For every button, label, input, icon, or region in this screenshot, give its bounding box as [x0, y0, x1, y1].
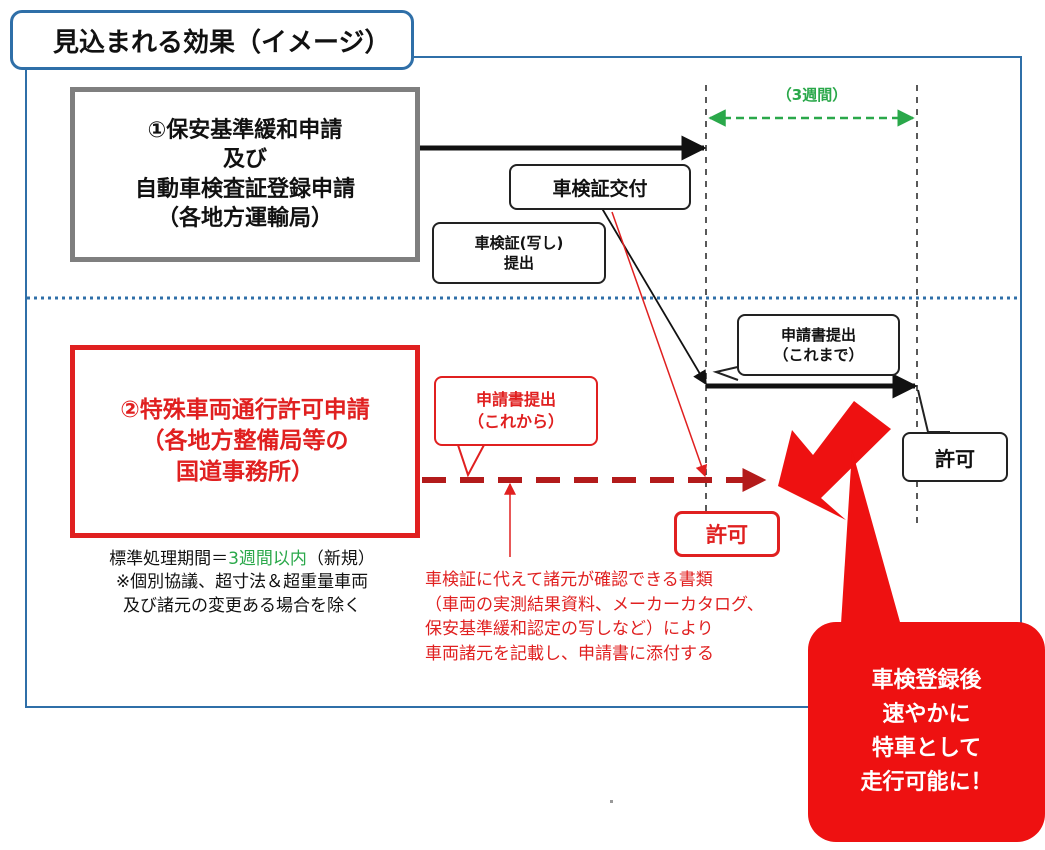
result-callout: 車検登録後 速やかに 特車として 走行可能に！: [808, 622, 1045, 842]
submit-from-line-2: （これから）: [467, 412, 564, 431]
standard-period-highlight: 3週間以内: [228, 549, 307, 569]
red-note-line-4: 車両諸元を記載し、申請書に添付する: [425, 643, 714, 664]
standard-period-suffix: （新規）: [306, 549, 375, 569]
submit-before-line-1: 申請書提出: [780, 325, 856, 344]
three-weeks-label: （3週間）: [776, 86, 848, 104]
big-callout-tail: [840, 450, 905, 640]
certificate-copy-line-2: 提出: [503, 254, 534, 272]
special-permit-application-box: ②特殊車両通行許可申請 （各地方整備局等の 国道事務所）: [70, 345, 420, 538]
permit-callout-tail: [917, 389, 950, 433]
submit-from-line-1: 申請書提出: [475, 389, 556, 409]
alternative-documents-note: 車検証に代えて諸元が確認できる書類 （車両の実測結果資料、メーカーカタログ、 保…: [425, 568, 845, 667]
registration-application-box: ①保安基準緩和申請 及び 自動車検査証登録申請 （各地方運輸局）: [70, 87, 420, 262]
result-line-1: 車検登録後: [871, 667, 982, 693]
box2-line-2: （各地方整備局等の: [141, 427, 349, 454]
submit-before-callout: 申請書提出 （これまで）: [737, 314, 900, 376]
standard-period-line-1: 標準処理期間＝3週間以内（新規）: [56, 548, 428, 571]
big-red-arrow: [778, 401, 891, 520]
permit-callout-current: 許可: [902, 432, 1008, 482]
red-note-line-3: 保安基準緩和認定の写しなど）により: [425, 619, 714, 640]
box1-line-2: 及び: [222, 147, 267, 173]
before-callout-tail: [712, 365, 743, 381]
box1-line-4: （各地方運輸局）: [156, 205, 333, 231]
submit-from-callout: 申請書提出 （これから）: [434, 376, 598, 446]
red-diagonal-line: [611, 211, 708, 478]
result-line-3: 特車として: [871, 736, 982, 761]
stray-dot: [610, 800, 613, 803]
standard-period-note: 標準処理期間＝3週間以内（新規） ※個別協議、超寸法＆超重量車両 及び諸元の変更…: [56, 548, 428, 618]
copy-submit-line: [599, 204, 707, 386]
certificate-copy-line-1: 車検証(写し): [474, 233, 564, 252]
outer-frame: [25, 56, 1022, 708]
permit-callout-new: 許可: [674, 511, 780, 557]
box2-line-1: ②特殊車両通行許可申請: [120, 396, 370, 423]
red-note-line-2: （車両の実測結果資料、メーカーカタログ、: [425, 594, 764, 615]
box2-line-3: 国道事務所）: [176, 459, 314, 486]
box1-line-3: 自動車検査証登録申請: [134, 176, 355, 202]
certificate-copy-callout: 車検証(写し) 提出: [432, 222, 606, 284]
red-note-line-1: 車検証に代えて諸元が確認できる書類: [425, 570, 713, 590]
standard-period-prefix: 標準処理期間＝: [109, 549, 229, 569]
result-line-2: 速やかに: [882, 701, 971, 727]
standard-period-line-2: ※個別協議、超寸法＆超重量車両: [115, 572, 369, 593]
result-line-4: 走行可能に！: [860, 770, 993, 796]
standard-period-line-3: 及び諸元の変更ある場合を除く: [123, 595, 361, 616]
from-callout-tail: [457, 444, 485, 478]
certificate-issued-callout: 車検証交付: [509, 164, 691, 210]
box1-line-1: ①保安基準緩和申請: [147, 118, 343, 144]
submit-before-line-2: （これまで）: [773, 346, 864, 364]
page-title: 見込まれる効果（イメージ）: [10, 10, 414, 70]
